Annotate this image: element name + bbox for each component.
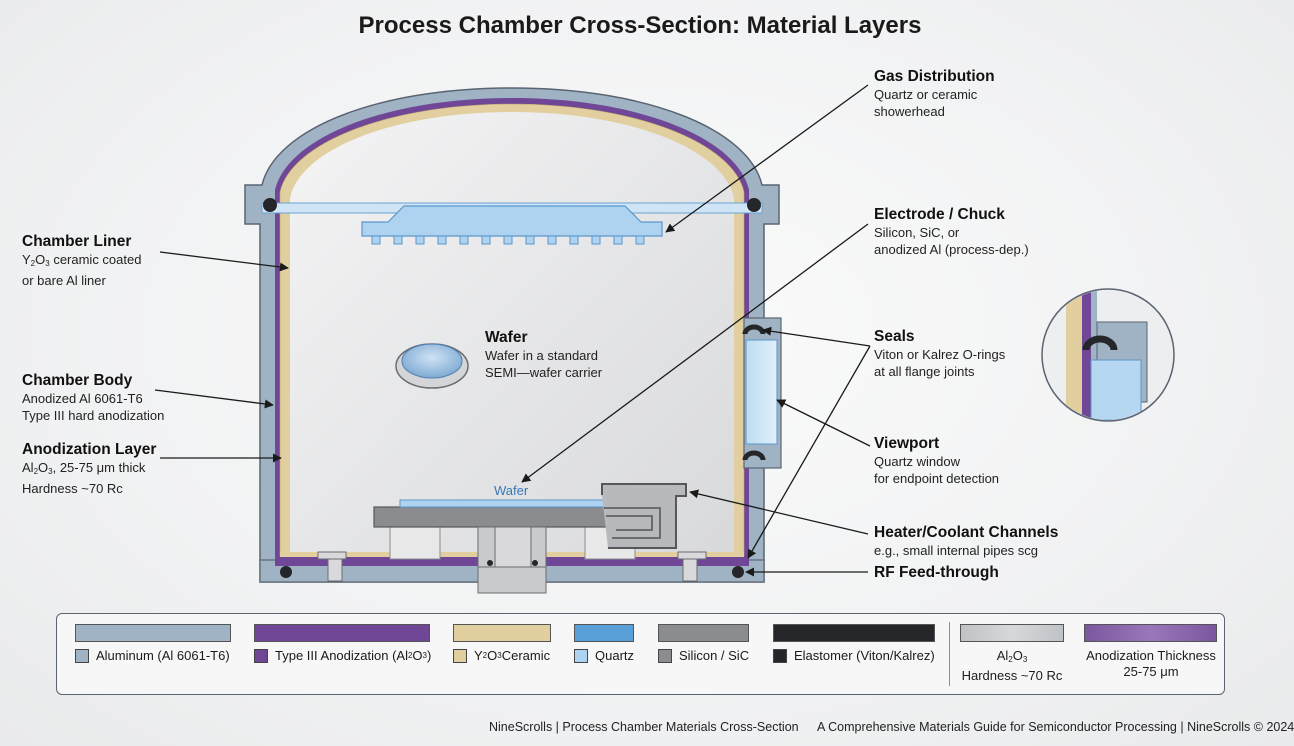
viewport-desc-1: Quartz window (874, 454, 960, 469)
showerhead-tooth (547, 235, 557, 245)
showerhead-tooth (481, 235, 491, 245)
anodization-layer-desc-2: Hardness ~70 Rc (22, 481, 123, 496)
callout-heater: Heater/Coolant Channels e.g., small inte… (874, 524, 1058, 559)
legend-elastomer: Elastomer (Viton/Kalrez) (773, 648, 935, 663)
showerhead-tooth (613, 235, 623, 245)
legend-alumina-bar (960, 624, 1064, 642)
callout-chamber-body: Chamber Body Anodized Al 6061-T6 Type II… (22, 372, 164, 424)
heater-channels (601, 483, 687, 549)
legend-aluminum-bar (75, 624, 231, 642)
wafer-carrier (395, 343, 469, 389)
chamber-body-desc-1: Anodized Al 6061-T6 (22, 391, 143, 406)
legend-quartz: Quartz (574, 648, 634, 663)
legend-elastomer-bar (773, 624, 935, 642)
heater-heading: Heater/Coolant Channels (874, 524, 1059, 541)
chamber-body-heading: Chamber Body (22, 372, 133, 389)
showerhead-tooth (503, 235, 513, 245)
legend-anodization-swatch (254, 648, 268, 663)
chuck-wafer-label: Wafer (494, 483, 529, 498)
viewport-heading: Viewport (874, 435, 940, 452)
callout-viewport: Viewport Quartz window for endpoint dete… (874, 435, 999, 487)
chamber-liner-heading: Chamber Liner (22, 233, 132, 250)
seals-desc-1: Viton or Kalrez O-rings (874, 347, 1006, 362)
legend-aluminum: Aluminum (Al 6061-T6) (75, 648, 230, 663)
heater-desc-1: e.g., small internal pipes scg (874, 543, 1039, 558)
legend-quartz-swatch (574, 648, 588, 663)
legend: Aluminum (Al 6061-T6) Type III Anodizati… (56, 613, 1225, 695)
wafer-desc-2: SEMI—wafer carrier (485, 365, 603, 380)
wafer-heading: Wafer (485, 329, 528, 346)
legend-elastomer-swatch (773, 648, 787, 663)
showerhead-tooth (525, 235, 535, 245)
callout-seals: Seals Viton or Kalrez O-rings at all fla… (874, 328, 1005, 380)
seal-detail-zoom (1041, 288, 1175, 422)
showerhead-tooth (569, 235, 579, 245)
showerhead-tooth (437, 235, 447, 245)
callout-chamber-liner: Chamber Liner Y2O3 ceramic coated or bar… (22, 233, 141, 289)
showerhead-tooth (635, 235, 645, 245)
viewport-desc-2: for endpoint detection (874, 471, 1000, 486)
legend-silicon-bar (658, 624, 749, 642)
viewport-window (742, 317, 782, 469)
legend-aluminum-swatch (75, 648, 89, 663)
chamber-liner-desc-1: Y2O3 ceramic coated (22, 252, 142, 268)
anodization-layer-heading: Anodization Layer (22, 441, 157, 458)
gas-distribution-desc-2: showerhead (874, 104, 945, 119)
legend-silicon: Silicon / SiC (658, 648, 749, 663)
electrode-chuck-desc-1: Silicon, SiC, or (874, 225, 960, 240)
legend-ceramic-swatch (453, 648, 467, 663)
showerhead-tooth (415, 235, 425, 245)
legend-thickness-bar (1084, 624, 1217, 642)
legend-quartz-bar (574, 624, 634, 642)
callout-anodization-layer: Anodization Layer Al2O3, 25-75 μm thick … (22, 441, 156, 497)
legend-alumina: Al2O3 Hardness ~70 Rc (961, 648, 1063, 683)
seal-top-right (747, 198, 761, 212)
footer-right: A Comprehensive Materials Guide for Semi… (817, 720, 1294, 734)
callout-electrode-chuck: Electrode / Chuck Silicon, SiC, or anodi… (874, 206, 1029, 258)
showerhead-tooth (371, 235, 381, 245)
seal-top-left (263, 198, 277, 212)
chamber-body-desc-2: Type III hard anodization (22, 408, 165, 423)
seal-bottom-right (732, 566, 744, 578)
anodization-layer-desc-1: Al2O3, 25-75 μm thick (22, 460, 146, 476)
electrode-chuck-desc-2: anodized Al (process-dep.) (874, 242, 1029, 257)
callout-rf-feedthrough: RF Feed-through (874, 564, 999, 582)
callout-gas-distribution: Gas Distribution Quartz or ceramic showe… (874, 68, 995, 120)
wafer-desc-1: Wafer in a standard (485, 348, 598, 363)
showerhead-tooth (393, 235, 403, 245)
seal-bottom-left (280, 566, 292, 578)
footer-left: NineScrolls | Process Chamber Materials … (489, 720, 799, 734)
rf-feedthrough-heading: RF Feed-through (874, 564, 999, 581)
legend-silicon-swatch (658, 648, 672, 663)
diagram-title: Process Chamber Cross-Section: Material … (358, 12, 922, 39)
showerhead-shape (361, 205, 663, 245)
showerhead-tooth (591, 235, 601, 245)
gas-distribution-heading: Gas Distribution (874, 68, 995, 85)
seals-desc-2: at all flange joints (874, 364, 975, 379)
callout-wafer: Wafer Wafer in a standard SEMI—wafer car… (485, 329, 602, 381)
electrode-chuck-heading: Electrode / Chuck (874, 206, 1005, 223)
legend-ceramic-bar (453, 624, 551, 642)
gas-distribution-desc-1: Quartz or ceramic (874, 87, 978, 102)
chamber-liner-desc-2: or bare Al liner (22, 273, 106, 288)
legend-thickness: Anodization Thickness 25-75 μm (1086, 648, 1216, 679)
legend-anodization-bar (254, 624, 430, 642)
legend-divider (949, 622, 950, 686)
seals-heading: Seals (874, 328, 915, 345)
showerhead-tooth (459, 235, 469, 245)
